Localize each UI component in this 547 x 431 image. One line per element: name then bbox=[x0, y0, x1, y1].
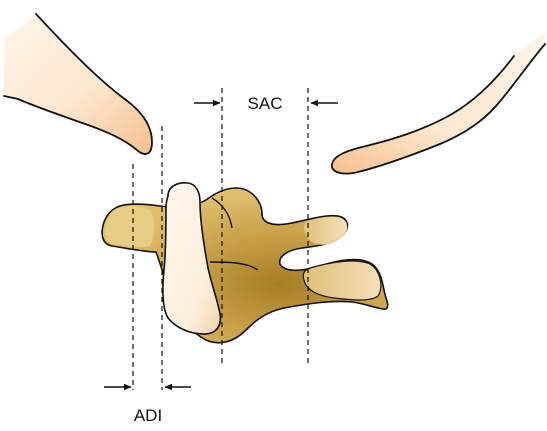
occiput-left-outline bbox=[3, 13, 153, 155]
left-lateral-mass bbox=[105, 206, 155, 247]
occiput-right-shape bbox=[331, 32, 545, 174]
sac-label: SAC bbox=[248, 94, 283, 113]
axis-contour-line-2 bbox=[209, 261, 259, 271]
dens-shape bbox=[162, 182, 222, 335]
occiput-left-shape bbox=[4, 14, 152, 154]
upper-transverse-process bbox=[303, 216, 348, 245]
lower-spinous-process bbox=[302, 260, 382, 301]
guide-lines bbox=[132, 88, 309, 390]
adi-label: ADI bbox=[134, 406, 162, 425]
occiput-right-outline bbox=[330, 43, 546, 175]
axis-contour-line-1 bbox=[211, 197, 233, 229]
